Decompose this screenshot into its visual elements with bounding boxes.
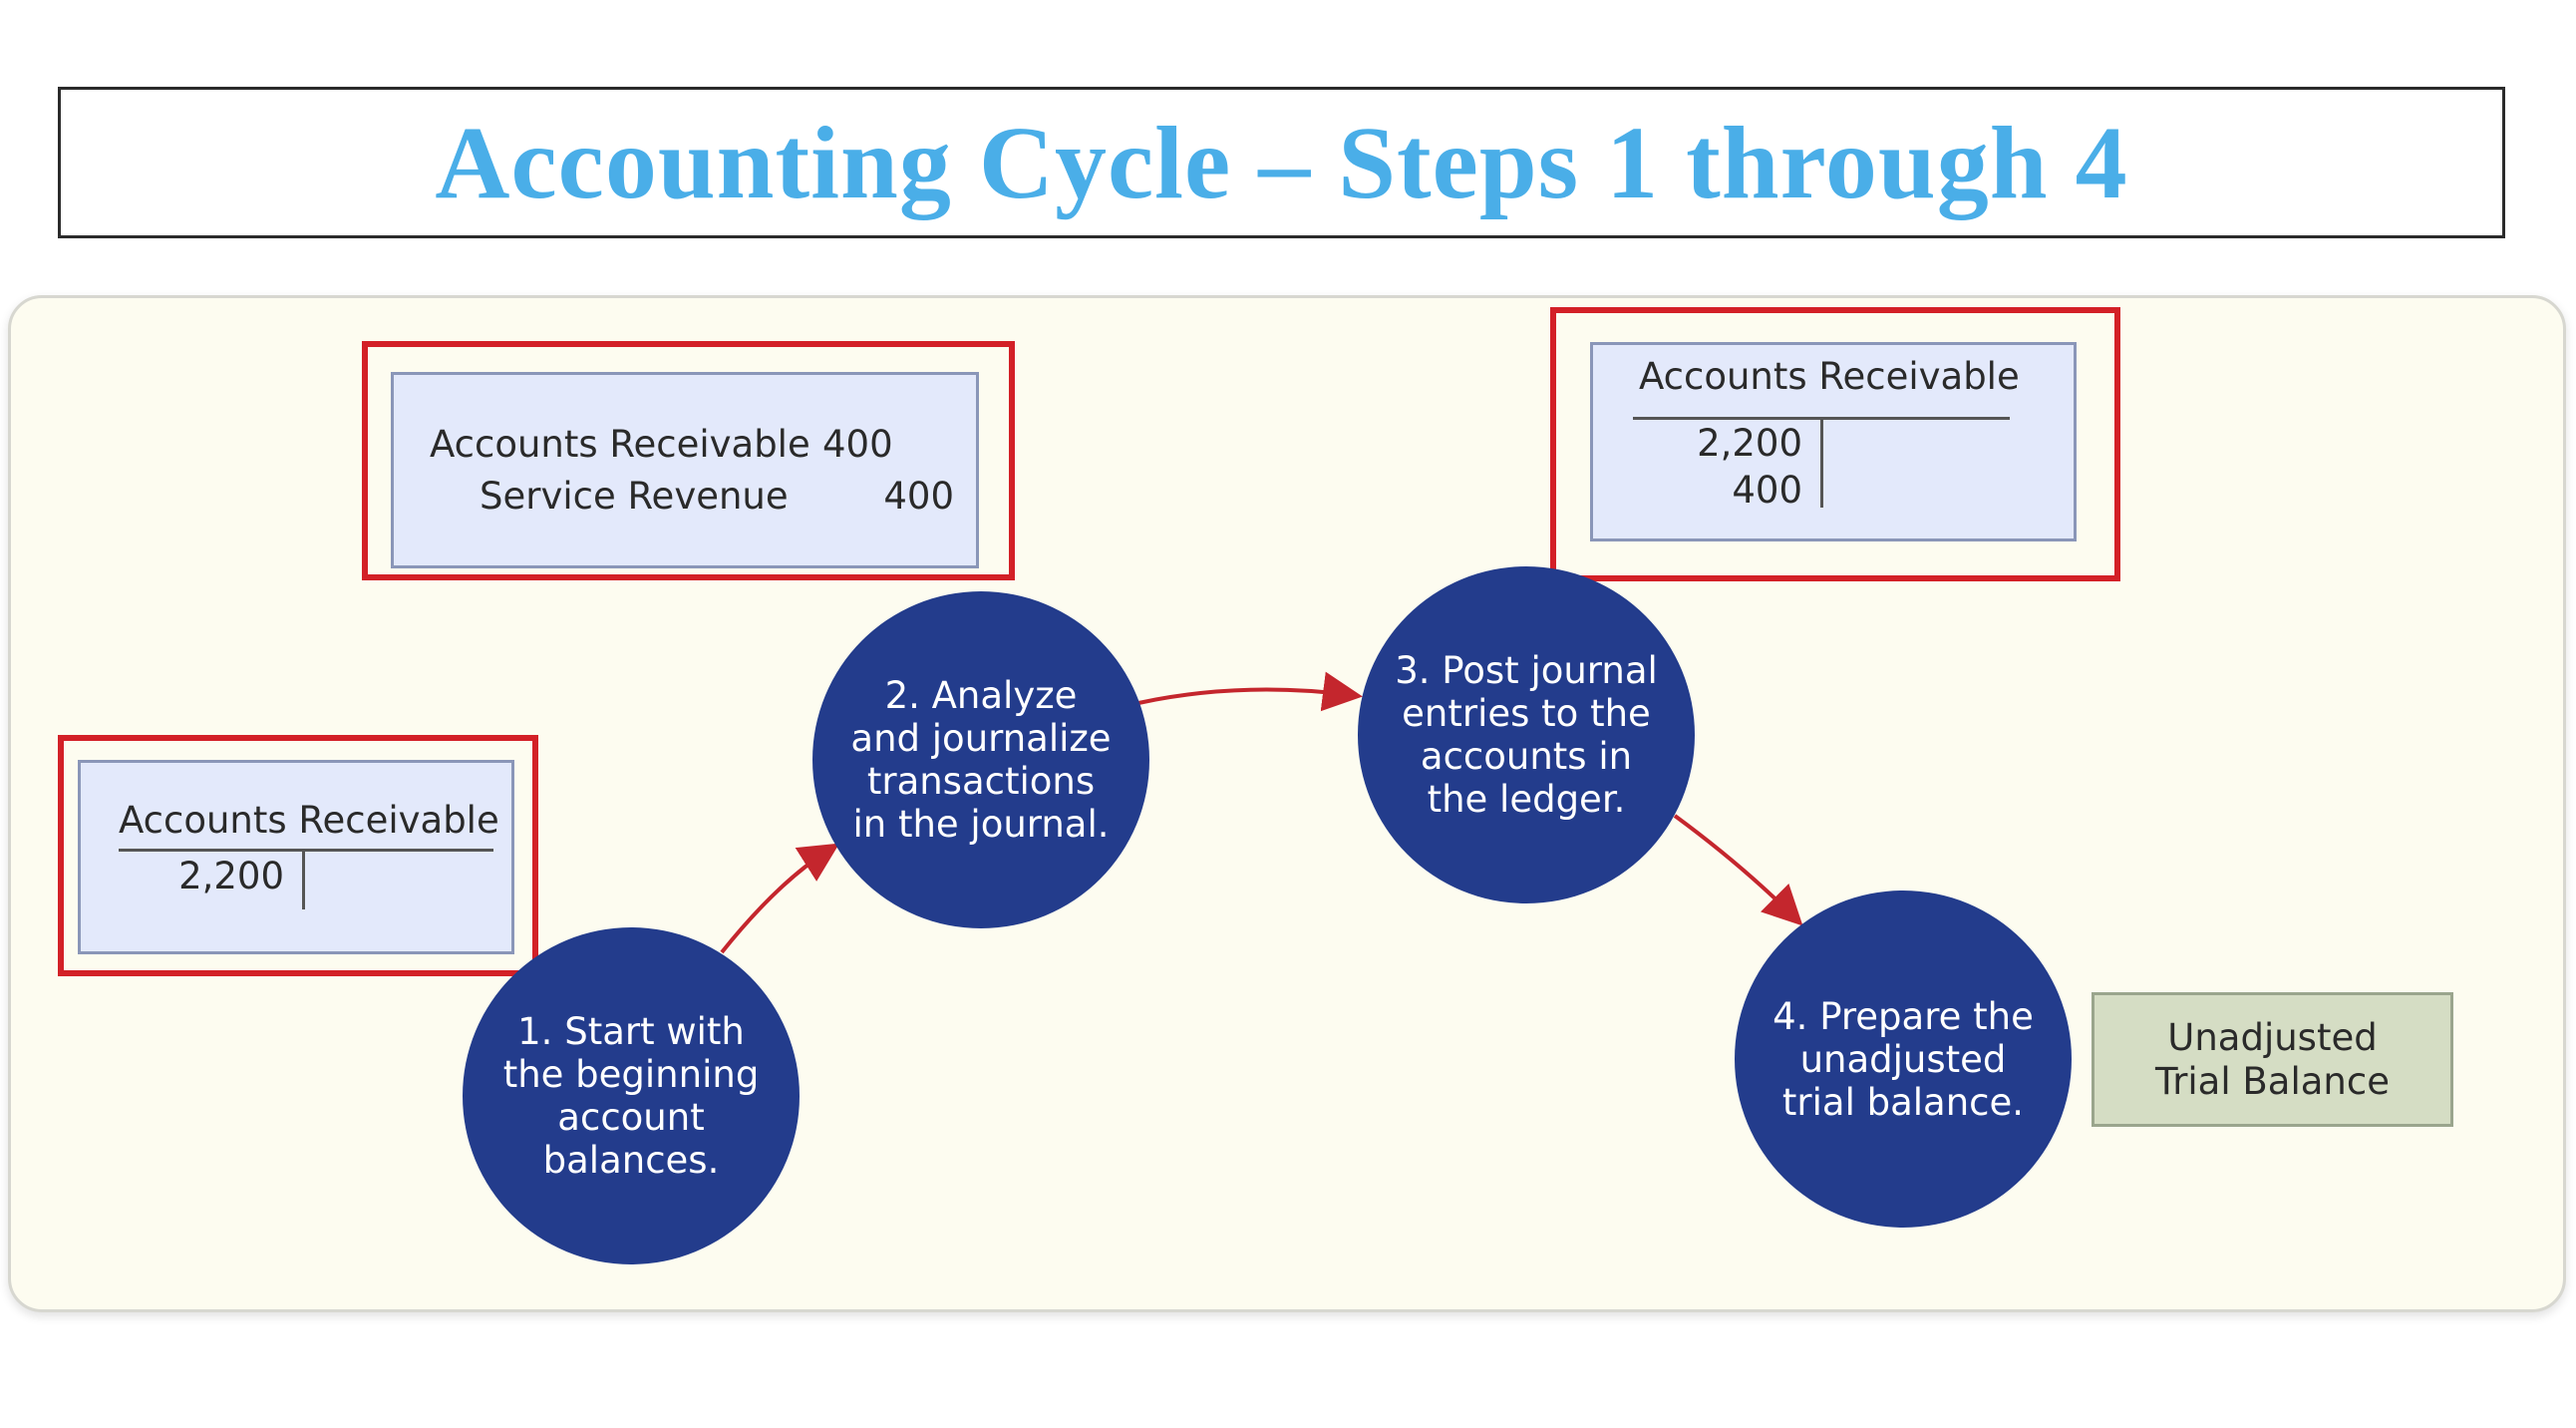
trial-balance-label: Unadjusted Trial Balance xyxy=(2155,1015,2390,1103)
title-box: Accounting Cycle – Steps 1 through 4 xyxy=(58,87,2505,238)
step-4-label: 4. Prepare the unadjusted trial balance. xyxy=(1772,994,2034,1124)
arrow-step1-to-step2 xyxy=(720,843,840,954)
beginning-account-debit: 2,200 xyxy=(178,855,284,897)
journal-debit-amount: 400 xyxy=(822,423,893,466)
journal-debit-account: Accounts Receivable xyxy=(430,423,810,466)
journal-credit-amount: 400 xyxy=(883,475,954,518)
step-4-circle: 4. Prepare the unadjusted trial balance. xyxy=(1735,891,2072,1228)
beginning-account-highlight xyxy=(58,735,538,976)
arrow-step2-to-step3 xyxy=(1137,671,1363,712)
beginning-account-t-stem xyxy=(302,852,305,909)
page-title: Accounting Cycle – Steps 1 through 4 xyxy=(435,105,2128,220)
beginning-account-t-bar xyxy=(119,849,493,852)
journal-entry-box: Accounts Receivable 400 Service Revenue … xyxy=(391,372,979,568)
step-2-label: 2. Analyze and journalize transactions i… xyxy=(850,674,1112,846)
arrow-step3-to-step4 xyxy=(1673,814,1803,926)
ledger-account-t-stem xyxy=(1820,420,1823,508)
ledger-account-title: Accounts Receivable xyxy=(1639,355,2020,398)
journal-credit-account: Service Revenue xyxy=(480,475,789,518)
beginning-account-title: Accounts Receivable xyxy=(119,799,499,842)
ledger-account-highlight xyxy=(1550,307,2120,581)
ledger-account-box: Accounts Receivable 2,200 400 xyxy=(1590,342,2077,541)
ledger-account-debit-2: 400 xyxy=(1732,469,1802,512)
step-1-circle: 1. Start with the beginning account bala… xyxy=(463,927,800,1264)
trial-balance-box: Unadjusted Trial Balance xyxy=(2092,992,2453,1127)
ledger-account-debit-1: 2,200 xyxy=(1697,422,1802,465)
ledger-account-t-bar xyxy=(1633,417,2010,420)
step-1-label: 1. Start with the beginning account bala… xyxy=(502,1010,760,1182)
journal-entry-highlight xyxy=(362,341,1015,580)
beginning-account-box: Accounts Receivable 2,200 xyxy=(78,760,514,954)
step-2-circle: 2. Analyze and journalize transactions i… xyxy=(812,591,1149,928)
step-3-label: 3. Post journal entries to the accounts … xyxy=(1395,649,1658,821)
step-3-circle: 3. Post journal entries to the accounts … xyxy=(1358,566,1695,903)
